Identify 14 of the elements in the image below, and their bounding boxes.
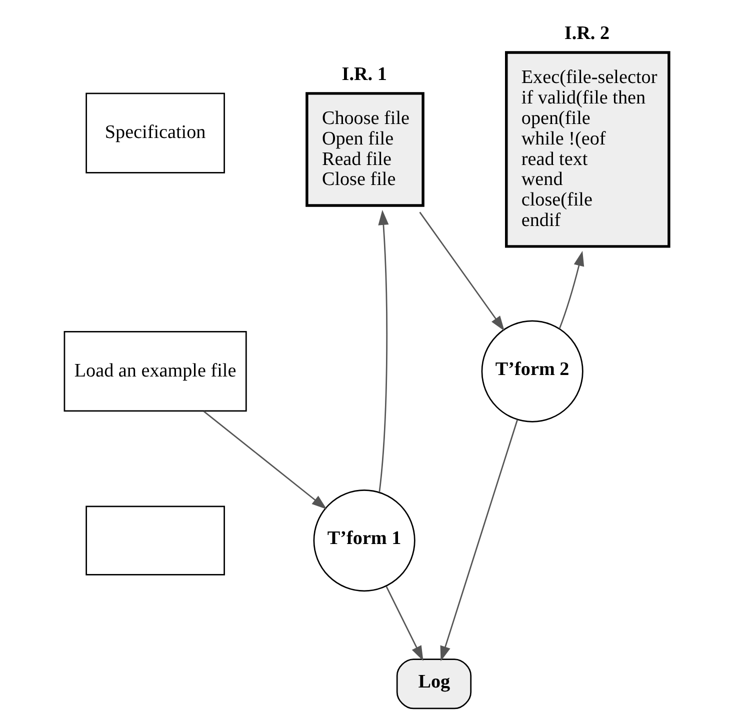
node-box	[86, 506, 225, 576]
node-circle: T’form 1	[313, 489, 416, 592]
arrow	[378, 210, 389, 492]
arrow	[558, 250, 584, 329]
node-box: Specification	[86, 92, 225, 174]
arrow	[419, 212, 504, 331]
node-label: I.R. 2	[564, 23, 610, 44]
node-box: Load an example file	[64, 331, 247, 412]
arrow	[203, 410, 327, 510]
node-circle: T’form 2	[481, 320, 584, 422]
arrow	[440, 420, 518, 662]
node-label: I.R. 1	[342, 64, 387, 86]
node-box: Log	[396, 658, 472, 710]
arrow	[386, 586, 424, 661]
